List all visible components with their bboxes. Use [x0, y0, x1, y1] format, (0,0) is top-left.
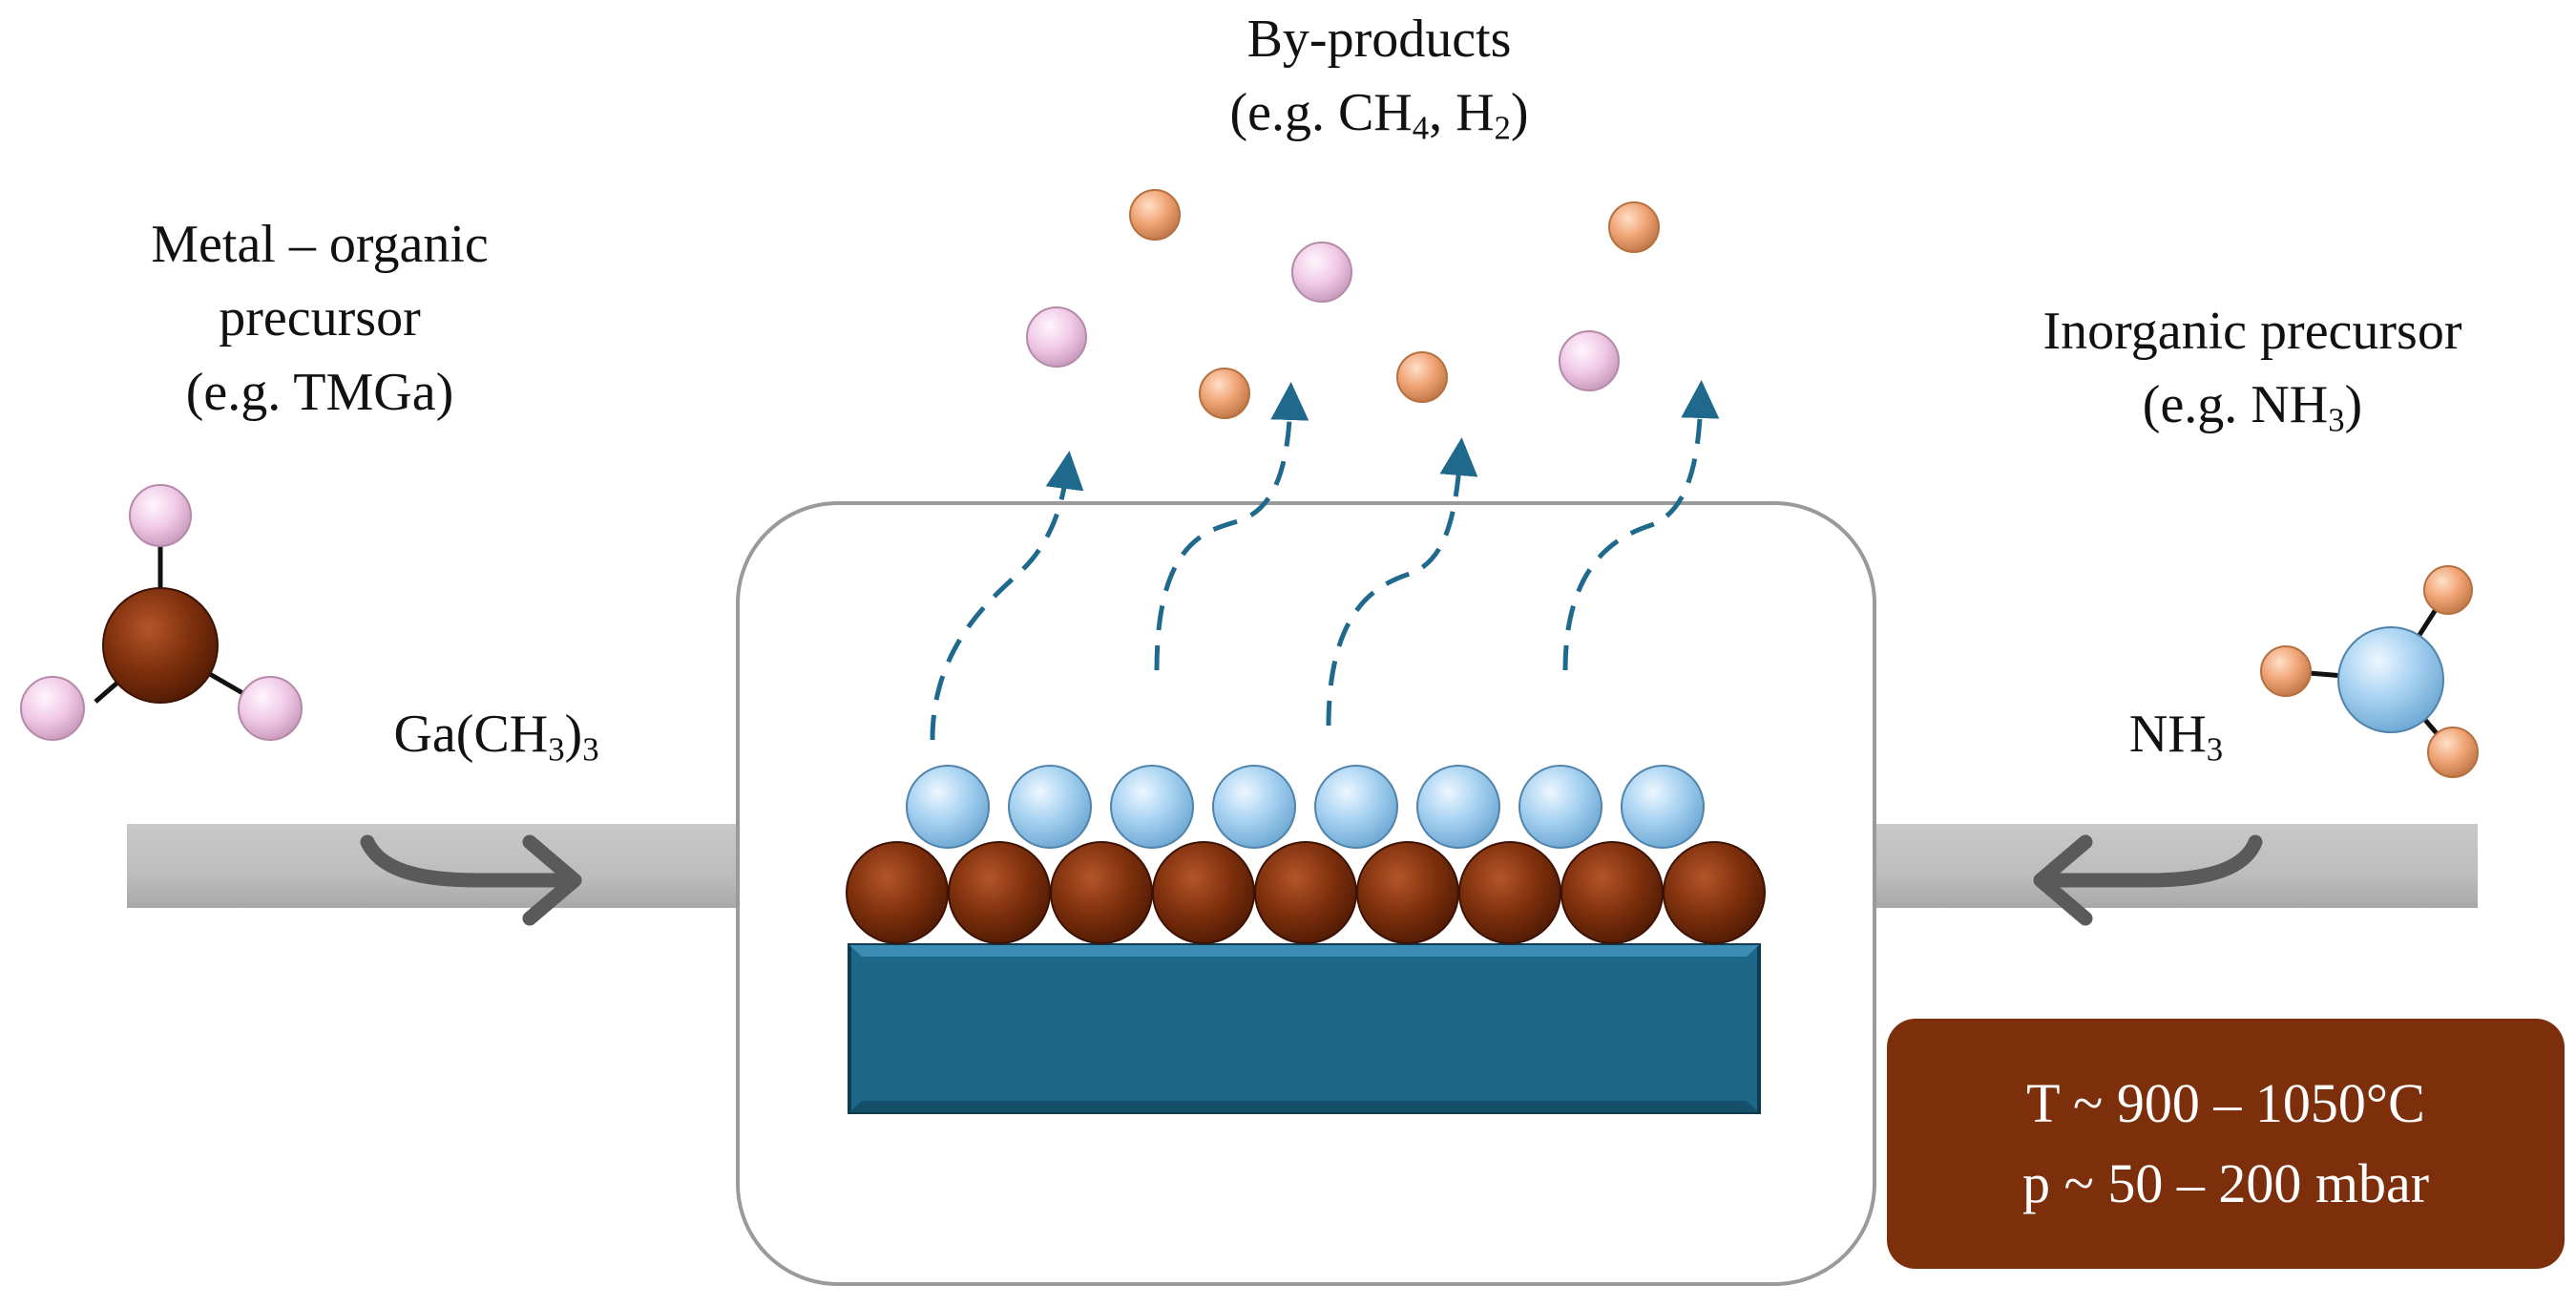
dashed-arrow-icon — [1562, 380, 1720, 671]
nitrogen-atom — [1416, 765, 1500, 849]
nitrogen-atom — [1314, 765, 1398, 849]
gallium-atom — [1663, 841, 1766, 944]
ga-formula-label: Ga(CH3)3 — [393, 705, 599, 769]
nitrogen-atom — [906, 765, 990, 849]
byproduct-orange-atom — [1608, 201, 1660, 253]
dashed-arrow-icon — [1154, 382, 1309, 671]
gallium-atom — [1152, 841, 1255, 944]
temperature-condition: T ~ 900 – 1050°C — [2026, 1071, 2425, 1134]
inorganic-line1: Inorganic precursor — [2042, 302, 2462, 361]
gallium-atom — [846, 841, 949, 944]
nitrogen-atom — [2337, 626, 2444, 733]
hydrogen-atom — [2260, 645, 2312, 697]
pressure-condition: p ~ 50 – 200 mbar — [2021, 1152, 2430, 1214]
byproducts-formula: (e.g. CH4, H2) — [1229, 83, 1529, 147]
nitrogen-atom — [1008, 765, 1092, 849]
byproduct-paths — [930, 380, 1720, 741]
metal-organic-line1: Metal – organic — [151, 215, 489, 274]
gallium-atom — [102, 587, 219, 704]
byproduct-pink-atom — [1559, 330, 1620, 391]
dashed-arrow-icon — [1326, 437, 1478, 727]
byproduct-orange-atom — [1396, 351, 1448, 403]
gallium-atom — [948, 841, 1051, 944]
process-conditions-box: T ~ 900 – 1050°C p ~ 50 – 200 mbar — [1887, 1019, 2565, 1269]
nitrogen-atom — [1518, 765, 1602, 849]
nitrogen-atom — [1110, 765, 1194, 849]
inorganic-line2: (e.g. NH3) — [2142, 375, 2363, 439]
gallium-atom-layer — [846, 841, 1766, 944]
curved-arrow-icon — [2040, 834, 2263, 888]
gallium-atom — [1560, 841, 1664, 944]
hydrogen-atom — [2427, 727, 2479, 778]
hydrogen-atom — [238, 676, 303, 741]
hydrogen-atom — [20, 676, 85, 741]
hydrogen-atom — [2423, 565, 2473, 615]
gallium-atom — [1458, 841, 1561, 944]
inorganic-precursor-label: Inorganic precursor (e.g. NH3) — [1957, 295, 2548, 443]
nitrogen-atom — [1621, 765, 1705, 849]
hydrogen-atom — [129, 484, 192, 547]
metal-organic-line3: (e.g. TMGa) — [185, 362, 454, 422]
gallium-atom — [1356, 841, 1459, 944]
byproduct-orange-atom — [1129, 189, 1181, 241]
nitrogen-atom — [1212, 765, 1296, 849]
gallium-atom — [1050, 841, 1153, 944]
gallium-atom — [1254, 841, 1357, 944]
byproduct-orange-atom — [1199, 368, 1250, 419]
flow-arrow-right — [2033, 834, 2263, 926]
byproducts-label: By-products (e.g. CH4, H2) — [1045, 3, 1713, 151]
nitrogen-atom-layer — [906, 765, 1705, 849]
byproduct-pink-atom — [1026, 306, 1087, 368]
flow-arrow-left — [360, 834, 582, 926]
tmga-molecule — [20, 484, 303, 741]
byproduct-pink-atom — [1291, 242, 1352, 303]
metal-organic-precursor-label: Metal – organic precursor (e.g. TMGa) — [38, 208, 601, 430]
curved-arrow-icon — [360, 834, 576, 888]
substrate — [848, 943, 1761, 1114]
metal-organic-line2: precursor — [219, 288, 421, 348]
nh3-molecule — [2260, 565, 2479, 778]
byproducts-title: By-products — [1246, 10, 1512, 69]
byproduct-molecules — [1026, 189, 1660, 419]
nh3-formula-label: NH3 — [2128, 705, 2224, 769]
